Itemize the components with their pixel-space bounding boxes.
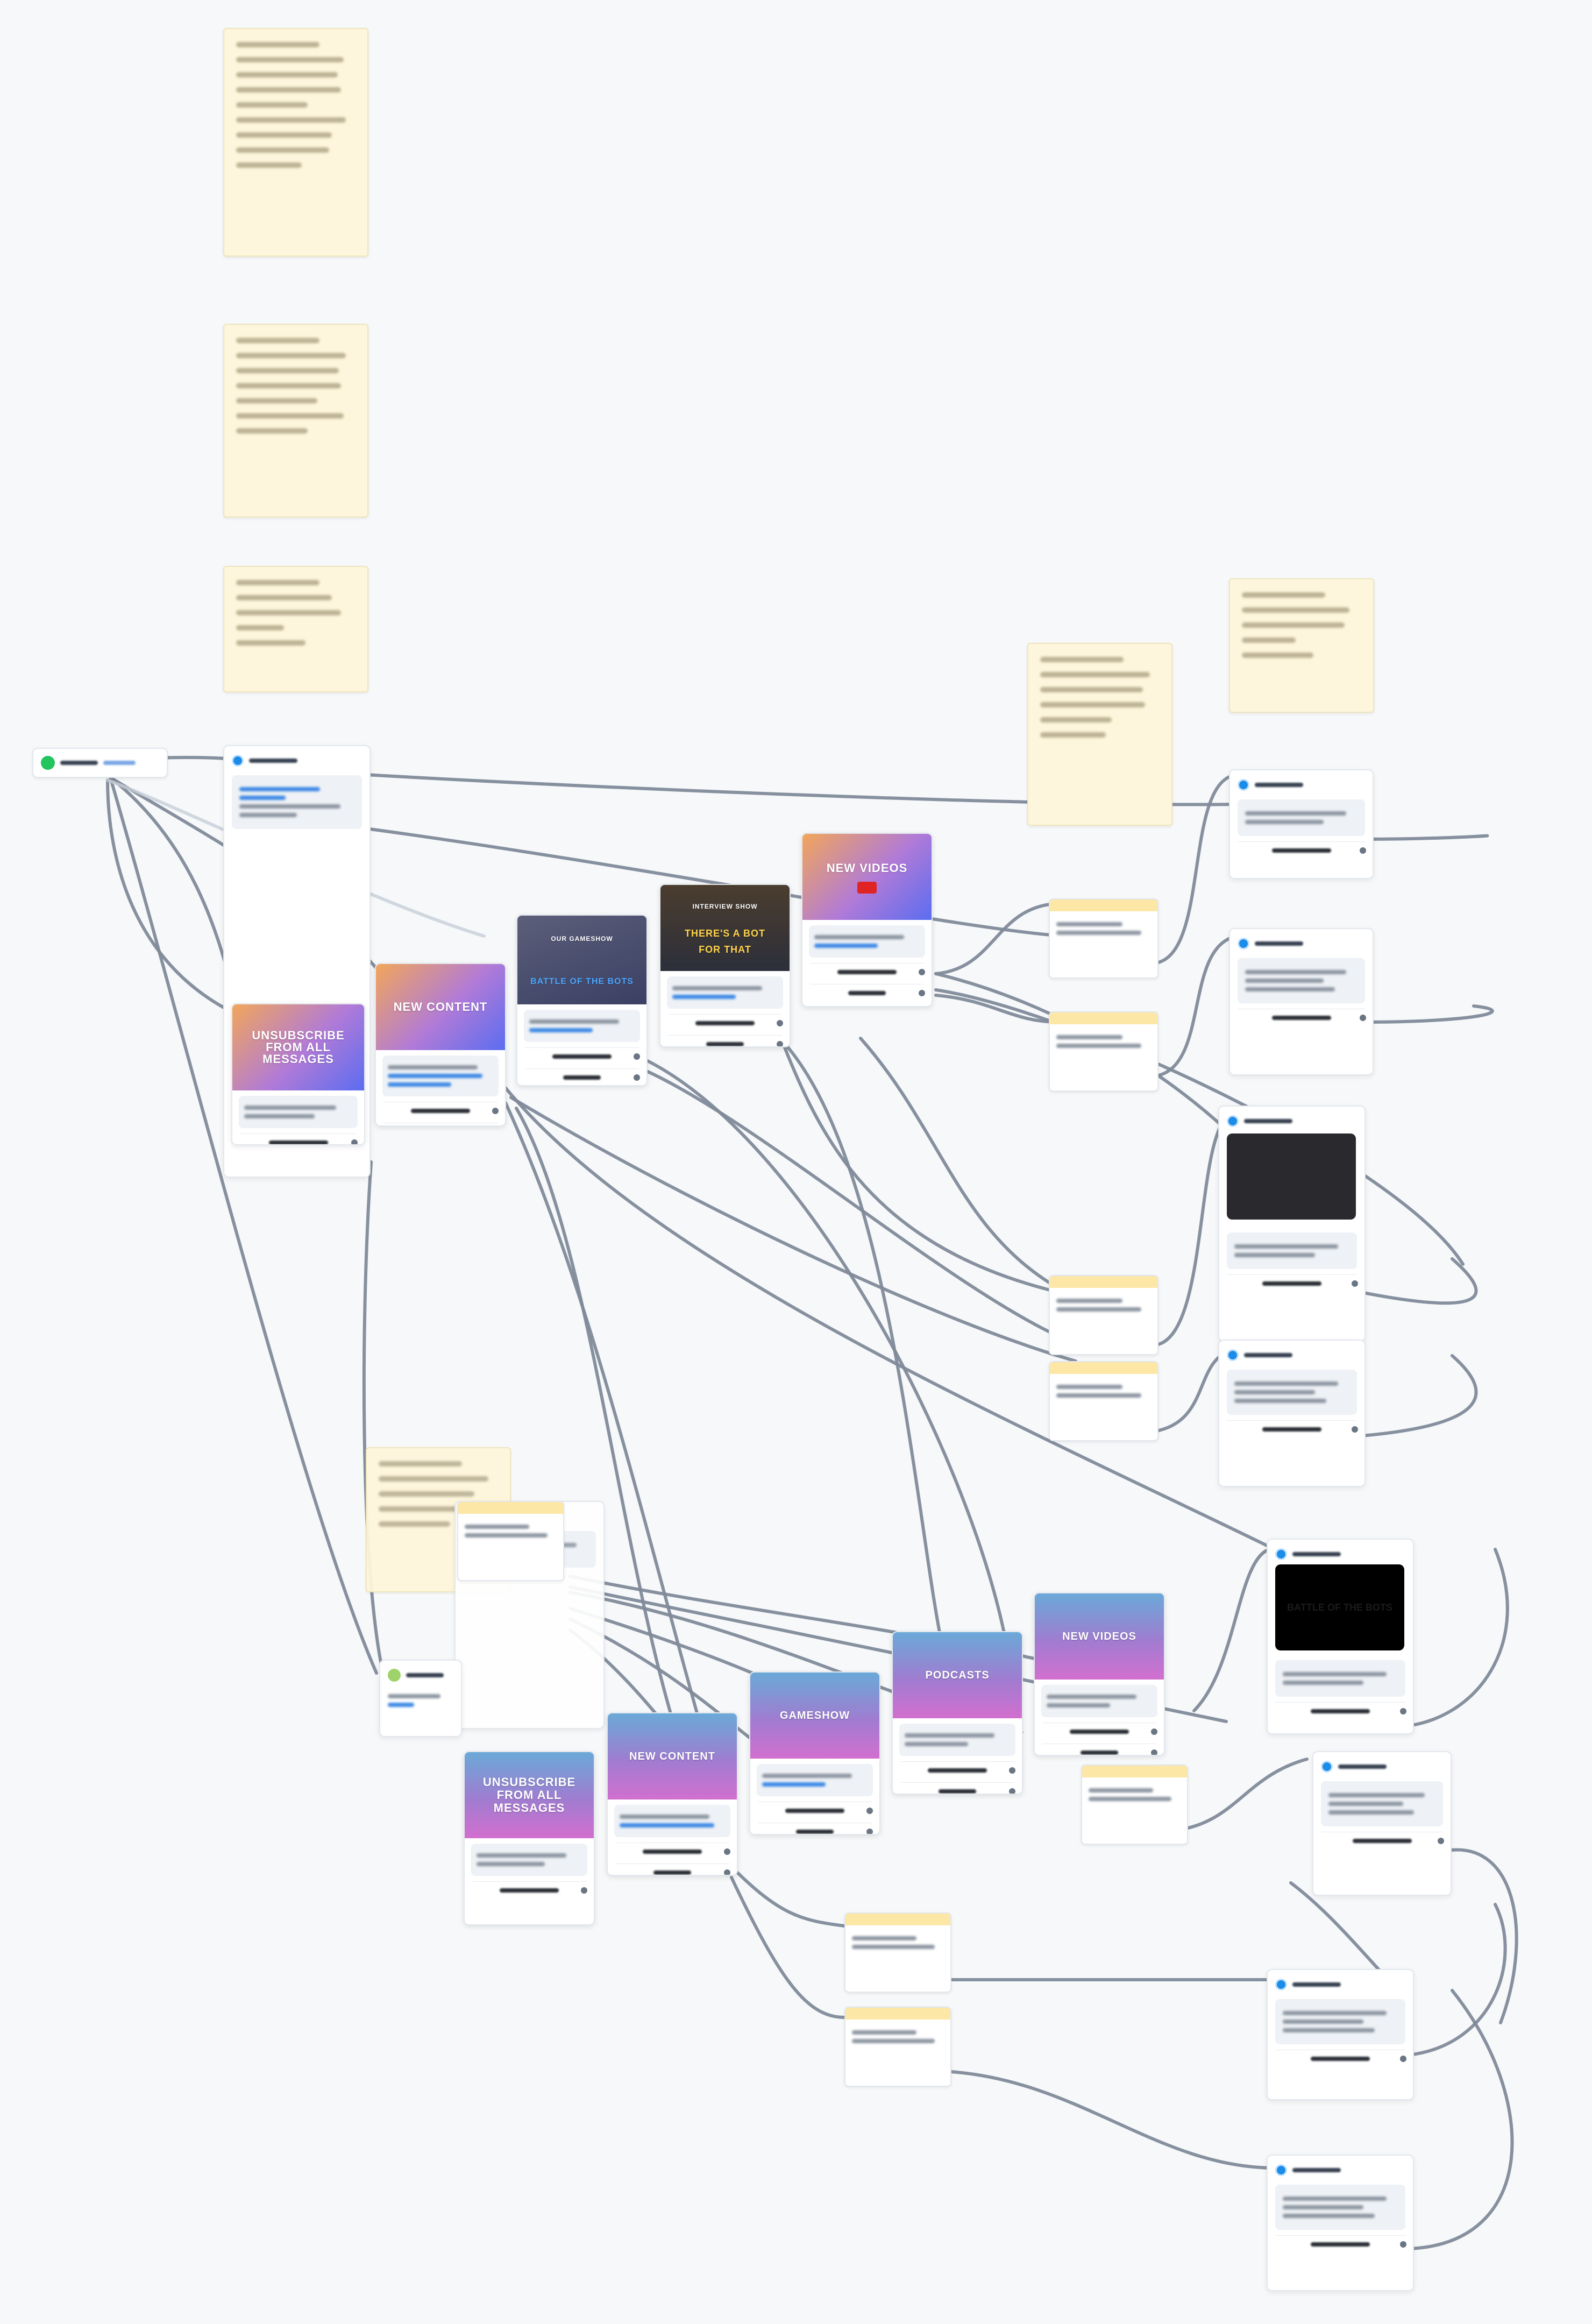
card-banner: INTERVIEW SHOW THERE'S A BOT FOR THAT [660,885,790,971]
card-banner: UNSUBSCRIBE FROM ALL MESSAGES [465,1752,594,1838]
condition-node[interactable] [457,1501,564,1581]
card-gameshow-2[interactable]: GAMESHOW [749,1671,880,1835]
message-node[interactable] [1267,2155,1414,2291]
card-banner: UNSUBSCRIBE FROM ALL MESSAGES [232,1004,364,1090]
card-new-videos-2[interactable]: NEW VIDEOS [1034,1592,1165,1756]
messenger-icon [1238,938,1249,950]
whatsapp-icon [41,756,55,770]
message-node-with-image[interactable]: BATTLE OF THE BOTS [1267,1539,1414,1734]
thumbnail-image [1227,1133,1356,1220]
sticky-note[interactable] [223,566,368,692]
card-banner: PODCASTS [893,1632,1022,1718]
condition-node[interactable] [844,1912,951,1993]
card-banner: OUR GAMESHOW BATTLE OF THE BOTS [517,916,646,1004]
sticky-note[interactable] [1229,578,1374,713]
card-unsubscribe-2[interactable]: UNSUBSCRIBE FROM ALL MESSAGES [464,1751,595,1925]
message-node[interactable] [1267,1969,1414,2100]
message-node[interactable] [1312,1751,1452,1896]
battle-of-the-bots-image: BATTLE OF THE BOTS [1275,1564,1404,1650]
card-banner: NEW VIDEOS [1035,1593,1164,1680]
sticky-note[interactable] [1027,643,1172,826]
card-unsubscribe[interactable]: UNSUBSCRIBE FROM ALL MESSAGES [231,1003,365,1145]
card-new-content-2[interactable]: NEW CONTENT [607,1712,738,1876]
card-banner: NEW CONTENT [608,1713,737,1799]
messenger-icon [1275,1979,1287,1990]
card-new-content[interactable]: NEW CONTENT [375,963,506,1126]
condition-node[interactable] [1049,1361,1159,1441]
card-podcasts-2[interactable]: PODCASTS [892,1631,1023,1795]
condition-node[interactable] [844,2007,951,2087]
sticky-note[interactable] [223,324,368,518]
messenger-icon [1275,2164,1287,2176]
messenger-icon [1227,1115,1239,1127]
messenger-icon [1275,1548,1287,1560]
message-node[interactable] [1229,769,1374,879]
messenger-icon [1321,1761,1333,1773]
input-node[interactable] [379,1660,462,1737]
messenger-icon [1227,1349,1239,1361]
message-node[interactable] [1218,1340,1366,1487]
condition-node[interactable] [1081,1765,1188,1845]
start-trigger-node[interactable] [32,748,168,778]
card-gameshow[interactable]: OUR GAMESHOW BATTLE OF THE BOTS [516,915,648,1086]
card-banner: NEW VIDEOS [802,834,932,920]
condition-node[interactable] [1049,1011,1159,1092]
tag-icon [388,1669,401,1682]
card-banner: NEW CONTENT [376,964,505,1050]
youtube-icon [857,882,877,894]
message-node-with-image[interactable] [1218,1106,1366,1342]
card-new-videos[interactable]: NEW VIDEOS [801,833,933,1007]
condition-node[interactable] [1049,898,1159,979]
messenger-icon [232,755,244,767]
sticky-note[interactable] [223,28,368,257]
card-banner: GAMESHOW [750,1673,879,1759]
card-interview-show[interactable]: INTERVIEW SHOW THERE'S A BOT FOR THAT [659,884,791,1047]
message-node[interactable] [1229,928,1374,1075]
condition-node[interactable] [1049,1275,1159,1355]
messenger-icon [1238,779,1249,791]
